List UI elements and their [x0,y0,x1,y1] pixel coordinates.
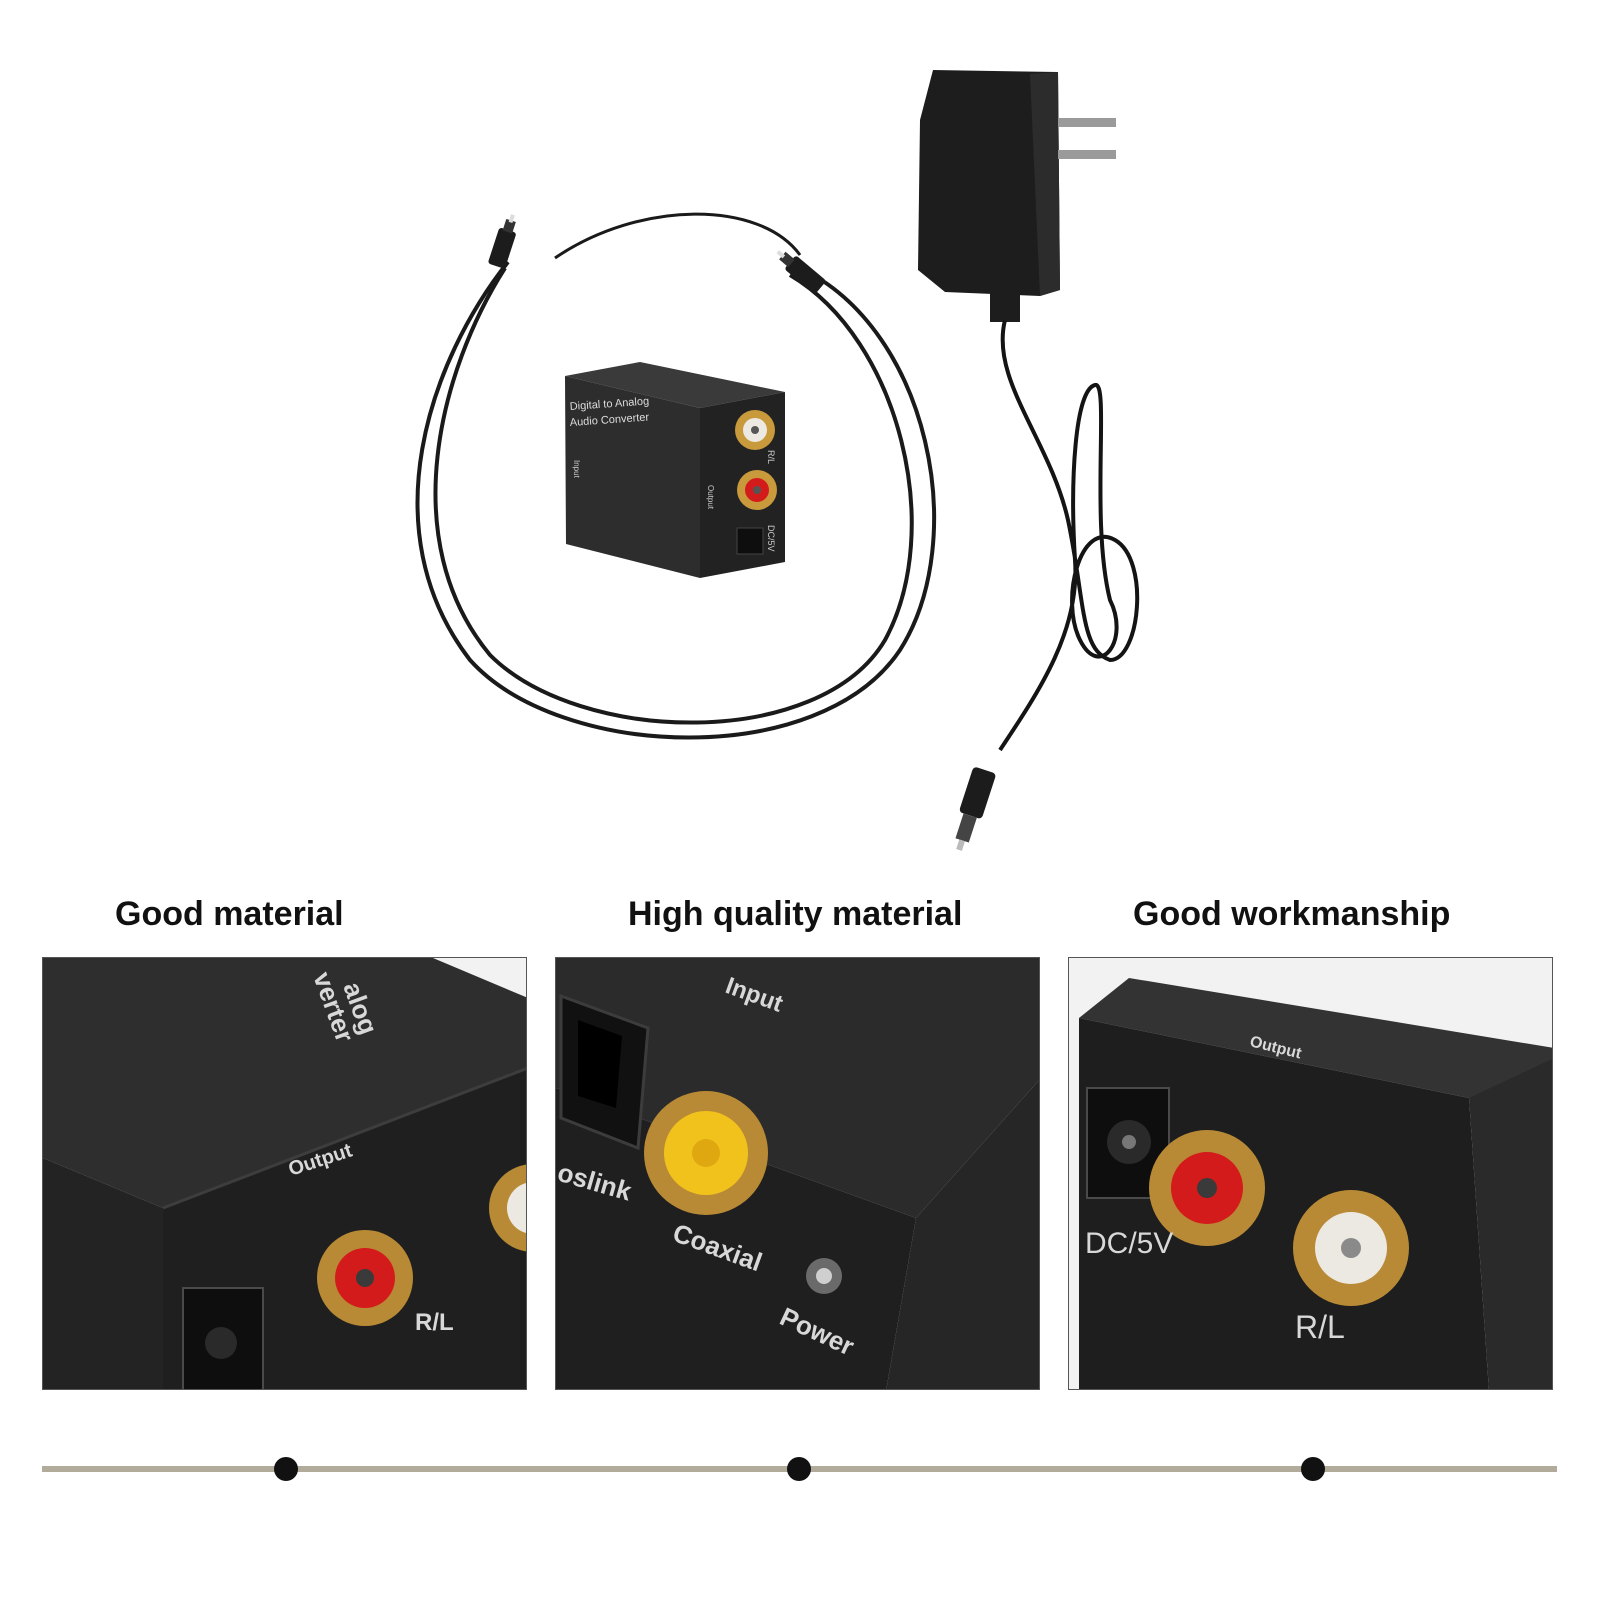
feature-photo-1: alog verter Output R/L [42,957,527,1390]
device-input-label: Input [572,460,581,479]
rca-white-jack [735,410,775,450]
panel1-rl-label: R/L [415,1309,454,1336]
device-dc-label: DC/5V [766,525,776,552]
feature-caption-3: Good workmanship [1133,895,1451,933]
device-output-label: Output [706,485,715,510]
panel3-dc-label: DC/5V [1085,1227,1173,1260]
dc-plug [955,767,996,851]
optical-plug-right [776,250,826,294]
converter-box: Digital to Analog Audio Converter Input … [565,362,785,578]
timeline-dot-2 [787,1457,811,1481]
rca-yellow-jack [644,1091,768,1215]
device-label-line1: Digital to Analog [569,395,649,413]
power-led [806,1258,842,1294]
timeline-dot-3 [1301,1457,1325,1481]
power-cable [998,319,1140,752]
panel3-rl-label: R/L [1295,1309,1345,1345]
feature-photo-3: Output DC/5V R/L [1068,957,1553,1390]
rca-white-jack [1293,1190,1409,1306]
device-rl-label: R/L [766,450,776,464]
feature-photo-2: Input oslink Coaxial Power [555,957,1040,1390]
optical-plug-left [488,214,516,269]
optical-cable [415,212,936,740]
rca-jack-partial [489,1164,526,1252]
rca-red-jack [1149,1130,1265,1246]
feature-caption-1: Good material [115,895,344,933]
rca-red-jack [737,470,777,510]
toslink-port [559,993,650,1151]
product-photo: Digital to Analog Audio Converter Input … [415,70,1140,851]
timeline-dot-1 [274,1457,298,1481]
dc-jack [736,527,764,555]
device-label-line2: Audio Converter [569,411,649,429]
rca-red-jack [317,1230,413,1326]
feature-caption-2: High quality material [628,895,963,933]
power-adapter [918,70,1116,322]
